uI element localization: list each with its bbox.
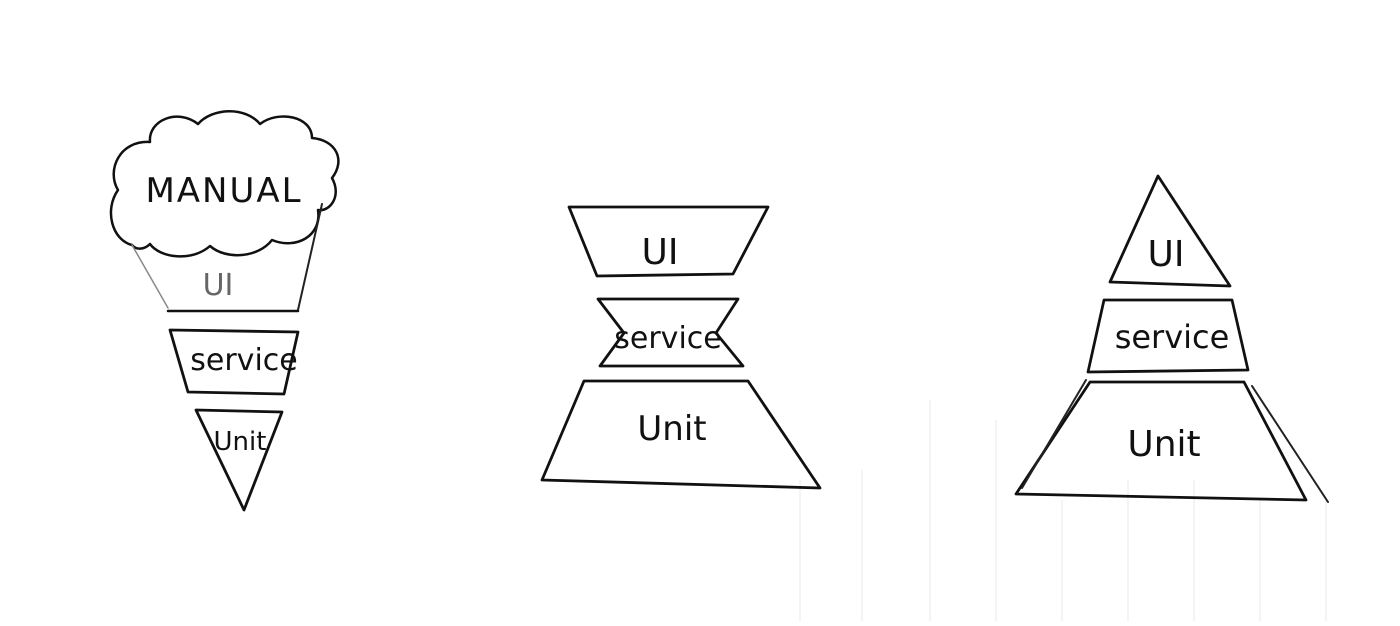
- ice-cream-cone-diagram: MANUAL UI service Unit: [109, 110, 340, 512]
- pyramid-ui-label: UI: [1148, 234, 1185, 275]
- hourglass-ui-label: UI: [642, 232, 679, 273]
- cone-unit-shape: [194, 408, 284, 512]
- hourglass-ui-shape: [567, 205, 770, 278]
- hourglass-service-shape: [596, 297, 745, 368]
- paper-lines: [799, 400, 1327, 621]
- hourglass-unit-shape: [540, 379, 822, 490]
- cone-service-label: service: [190, 343, 297, 378]
- pyramid-service-shape: [1086, 298, 1250, 374]
- cone-ui-label: UI: [203, 268, 234, 303]
- pyramid-ui-shape: [1108, 174, 1232, 288]
- pyramid-unit-extra-stroke-right: [1251, 385, 1329, 503]
- pyramid-unit-label: Unit: [1127, 424, 1200, 465]
- cone-service-shape: [168, 328, 300, 396]
- manual-cloud-shape: [109, 110, 340, 258]
- hourglass-unit-label: Unit: [637, 409, 706, 449]
- cone-unit-label: Unit: [214, 427, 267, 457]
- pyramid-unit-extra-stroke: [1021, 379, 1087, 489]
- pyramid-diagram: UI service Unit: [1014, 174, 1329, 503]
- cone-ui-left-edge: [131, 244, 169, 309]
- cone-ui-right-edge: [297, 203, 323, 311]
- hourglass-service-label: service: [614, 321, 721, 356]
- hourglass-diagram: UI service Unit: [540, 205, 822, 490]
- manual-label: MANUAL: [145, 171, 302, 211]
- pyramid-service-label: service: [1115, 318, 1230, 356]
